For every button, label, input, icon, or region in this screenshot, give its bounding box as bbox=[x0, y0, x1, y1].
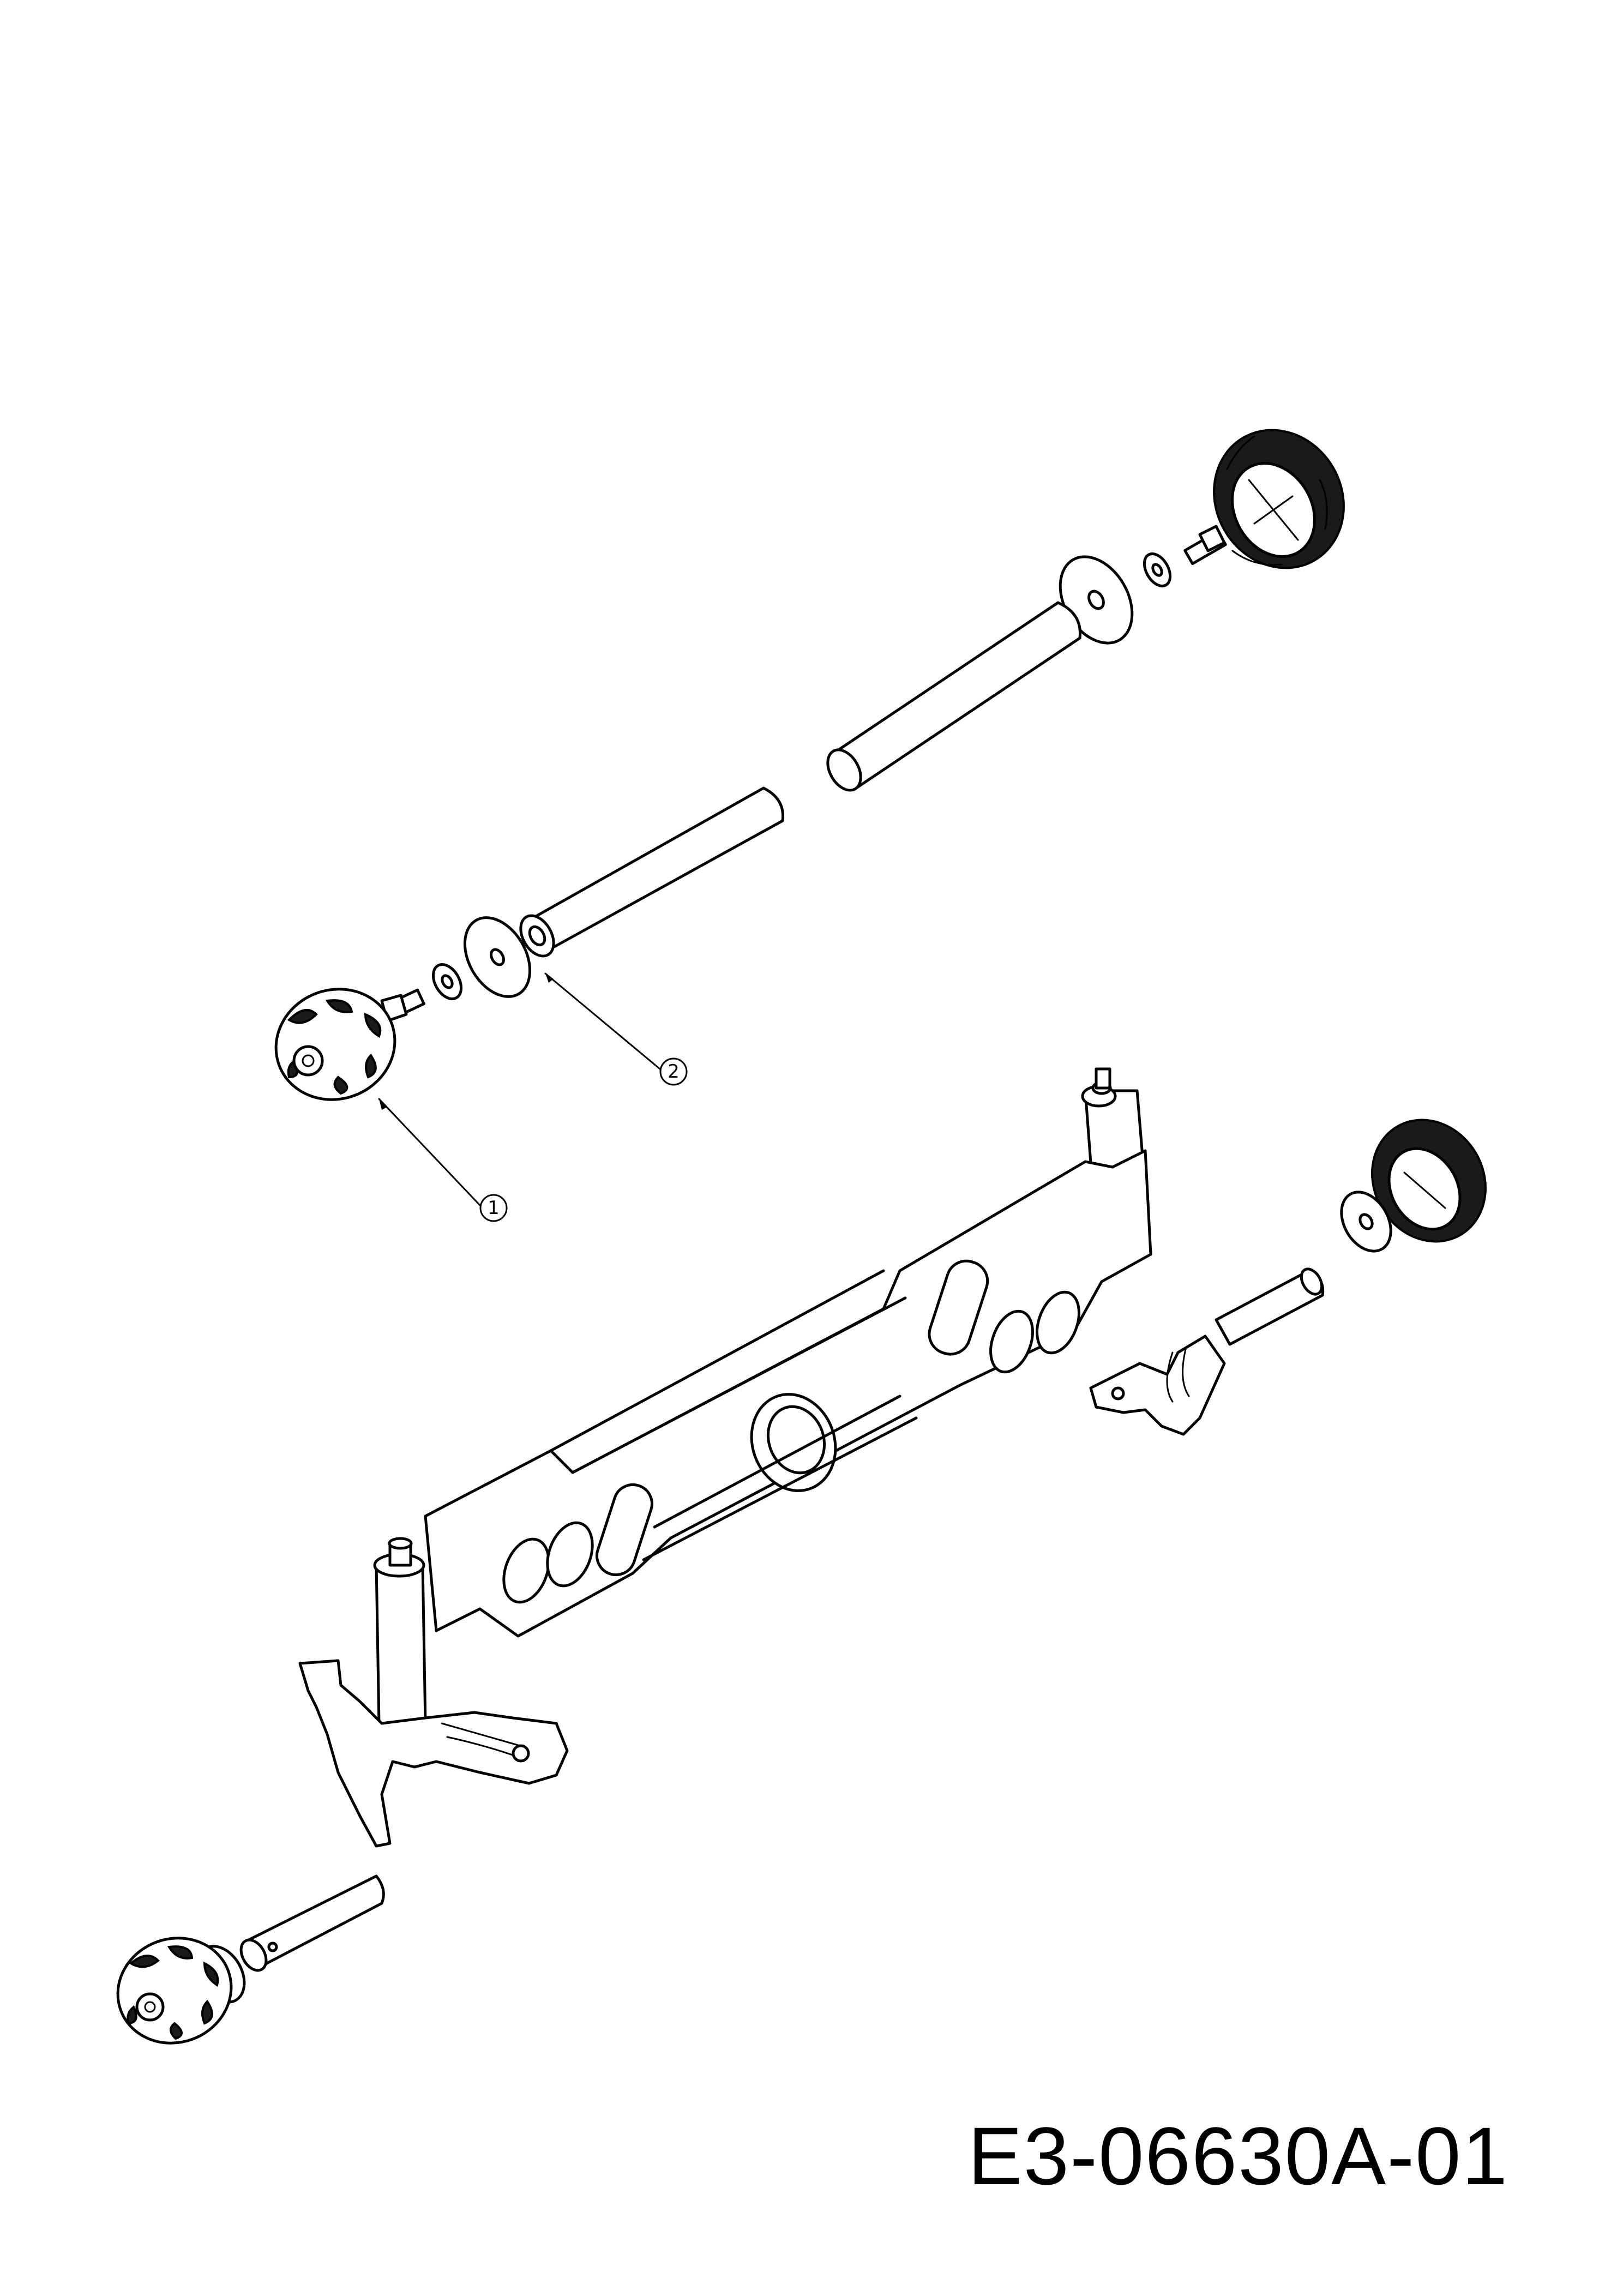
drawing-number: E3-06630A-01 bbox=[967, 2110, 1508, 2202]
small-washer-left bbox=[431, 963, 463, 1000]
callout-2-label: 2 bbox=[668, 1061, 680, 1083]
washer-lower-right bbox=[1340, 1191, 1392, 1253]
wheel-knob-lower-left bbox=[116, 1937, 233, 2045]
large-washer-left bbox=[463, 916, 532, 998]
wheel-knob-upper-right bbox=[1213, 429, 1345, 569]
stub-axle-right bbox=[1215, 1267, 1325, 1346]
callout-1-label: 1 bbox=[488, 1197, 500, 1219]
upper-axle-assembly bbox=[274, 429, 1345, 1101]
spindle-bracket-right bbox=[1089, 1335, 1226, 1436]
axle-beam bbox=[424, 1149, 1152, 1638]
callout-1: 1 bbox=[378, 1098, 508, 1222]
axle-tube-right bbox=[826, 601, 1081, 792]
front-axle-assembly bbox=[116, 1067, 1487, 2045]
stub-axle-left bbox=[239, 1874, 385, 1972]
small-washer-upper-right bbox=[1143, 552, 1172, 587]
spindle-bracket-left bbox=[298, 1659, 569, 1848]
wheel-knob-left bbox=[274, 988, 396, 1101]
bolt-upper-right bbox=[1183, 525, 1227, 566]
axle-tube-left bbox=[519, 786, 785, 958]
callout-2: 2 bbox=[544, 972, 688, 1086]
kingpin-left bbox=[373, 1537, 427, 1725]
